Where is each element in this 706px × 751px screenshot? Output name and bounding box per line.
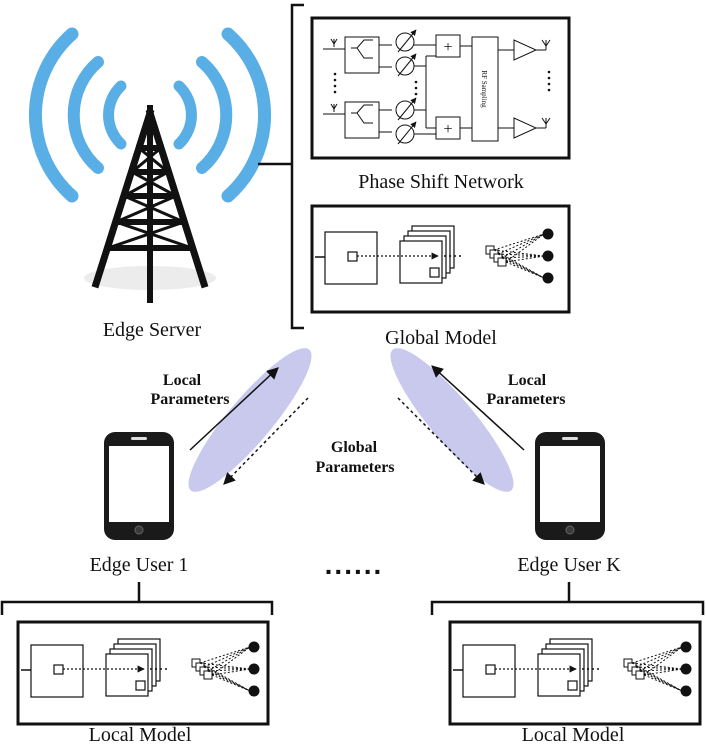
local-params-left-line1: Local: [163, 372, 202, 389]
global-params-down-arrow-right: [397, 397, 485, 485]
signal-waves-icon: [28, 27, 272, 203]
local-bracket-right: [430, 582, 705, 615]
plus-sign-bottom: +: [443, 121, 452, 138]
smartphone-icon-user-1: [103, 431, 175, 541]
phase-shift-network-box: + + RF Sampling: [310, 16, 571, 160]
local-model-right-label: Local Model: [522, 724, 625, 746]
local-bracket-left: [0, 582, 274, 615]
server-bracket: [258, 3, 304, 330]
edge-user-1-label: Edge User 1: [90, 554, 189, 576]
right-beam: [390, 348, 514, 492]
local-params-right-line2: Parameters: [486, 391, 565, 408]
ellipsis-dots: [333, 70, 551, 96]
local-model-box-left: [16, 620, 270, 726]
users-ellipsis: ......: [325, 549, 384, 580]
edge-server-label: Edge Server: [103, 319, 202, 341]
global-params-down-arrow-left: [223, 397, 309, 485]
local-model-box-right: [448, 620, 702, 726]
smartphone-icon-user-k: [534, 431, 606, 541]
plus-sign-top: +: [443, 39, 452, 56]
global-model-box: [310, 204, 571, 314]
global-model-label: Global Model: [385, 327, 497, 349]
global-params-line2: Parameters: [315, 459, 394, 476]
local-params-right-line1: Local: [508, 372, 547, 389]
local-params-up-arrow-left: [189, 367, 279, 451]
global-params-line1: Global: [331, 439, 378, 456]
phase-shift-network-label: Phase Shift Network: [358, 171, 524, 193]
local-params-up-arrow-right: [431, 365, 525, 451]
rf-sampling-label: RF Sampling: [480, 70, 488, 108]
cell-tower-icon: [28, 27, 272, 303]
edge-user-k-label: Edge User K: [517, 554, 621, 576]
left-beam: [188, 348, 312, 492]
local-model-left-label: Local Model: [89, 724, 192, 746]
local-params-left-line2: Parameters: [150, 391, 229, 408]
